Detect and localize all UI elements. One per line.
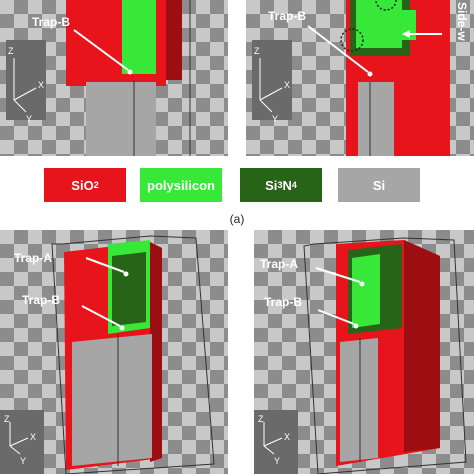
polysilicon-block [352, 254, 380, 328]
legend-si-label: Si [372, 177, 386, 193]
si-substrate [340, 338, 378, 462]
axis-y-label: Y [274, 456, 280, 466]
axis-triad [9, 422, 29, 455]
si-substrate [72, 334, 152, 466]
legend-si3n4-label: Si [265, 177, 278, 193]
trap-b-arrow [73, 29, 129, 71]
axis-triad [13, 58, 37, 113]
trap-b-dot [367, 71, 373, 77]
device-3d-view-bottom-left: Z X Y Trap-A Trap-B [0, 235, 215, 474]
highlight-circle-left [340, 28, 364, 52]
axis-y-label: Y [26, 114, 32, 124]
trap-b-label: Trap-B [268, 9, 306, 23]
legend-polysilicon-label: polysilicon [147, 177, 215, 193]
trap-b-arrow [81, 305, 121, 327]
panel-bottom-left: Z X Y Trap-A Trap-B [0, 230, 228, 474]
bounding-box [303, 237, 467, 474]
axis-y-label: Y [272, 114, 278, 124]
trap-a-label: Trap-A [260, 257, 298, 271]
figure-caption: (a) [229, 212, 245, 226]
axis-x-label: X [30, 432, 36, 442]
device-3d-view-bottom-right: Z X Y Trap-A Trap-B [254, 237, 467, 474]
trap-b-label: Trap-B [32, 15, 70, 29]
axis-x-label: X [284, 80, 290, 90]
trap-b-label: Trap-B [22, 293, 60, 307]
trap-a-arrow [85, 257, 125, 273]
legend-sio2-label: SiO [71, 177, 94, 193]
axis-triad [259, 58, 283, 113]
trap-b-arrow [307, 25, 369, 73]
legend-si: Si [338, 168, 420, 202]
axis-z-label: Z [4, 414, 10, 424]
axis-x-label: X [284, 432, 290, 442]
axis-box [0, 410, 44, 474]
trap-b-arrow [317, 309, 355, 325]
side-wall-arrowhead [402, 30, 410, 38]
axis-box [6, 40, 46, 120]
device-3d-view-top-left: Z X Y Trap-B [6, 0, 191, 156]
polysilicon-block [122, 0, 156, 74]
bounding-box [51, 235, 215, 474]
trap-b-dot [127, 69, 133, 75]
legend-sio2-sub: 2 [93, 180, 99, 190]
si3n4-layer [112, 252, 146, 326]
axis-z-label: Z [8, 46, 14, 56]
side-wall-label: Side-w [455, 2, 469, 41]
trap-a-dot [123, 271, 129, 277]
device-3d-view-top-right: Z X Y Trap-B Side-w [252, 0, 469, 156]
axis-y-label: Y [20, 456, 26, 466]
axis-box [252, 40, 292, 120]
trap-b-dot [353, 323, 359, 329]
sio2-side [166, 0, 182, 80]
trap-a-label: Trap-A [14, 251, 52, 265]
panel-top-left: Z X Y Trap-B [0, 0, 228, 156]
sio2-side [404, 240, 440, 452]
polysilicon-side [392, 10, 416, 40]
axis-box [254, 410, 298, 474]
legend-polysilicon: polysilicon [140, 168, 222, 202]
panel-top-right: Z X Y Trap-B Side-w [246, 0, 474, 156]
trap-b-dot [119, 325, 125, 331]
axis-triad [263, 422, 283, 455]
trap-b-label: Trap-B [264, 295, 302, 309]
sio2-side [150, 242, 162, 462]
axis-x-label: X [38, 80, 44, 90]
axis-z-label: Z [254, 46, 260, 56]
panel-bottom-right: Z X Y Trap-A Trap-B [254, 230, 474, 474]
trap-a-dot [359, 281, 365, 287]
si-substrate [358, 82, 394, 156]
si-substrate [86, 82, 156, 156]
axis-z-label: Z [258, 414, 264, 424]
trap-a-arrow [315, 267, 361, 283]
